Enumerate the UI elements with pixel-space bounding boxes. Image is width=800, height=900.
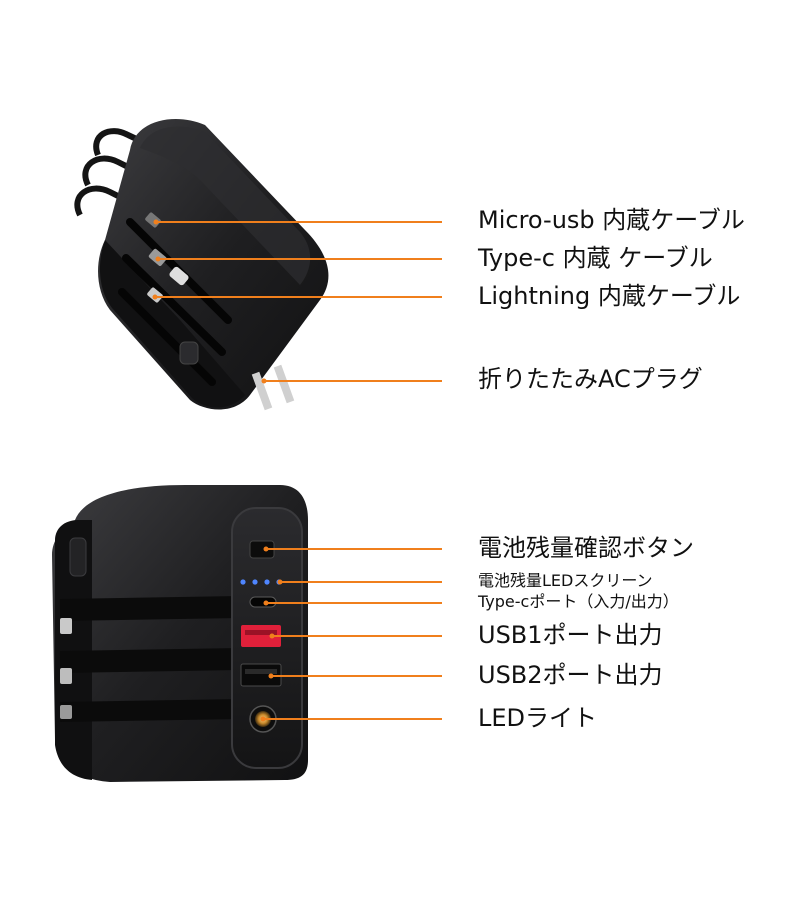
leader-type-c-dot — [155, 256, 161, 262]
leader-led-screen-dot — [277, 579, 283, 585]
label-micro-usb-cable: Micro-usb 内蔵ケーブル — [478, 206, 745, 234]
label-usb1-port: USB1ポート出力 — [478, 621, 663, 649]
leader-ac-plug-dot — [261, 378, 267, 384]
power-bank-front-ports-icon — [52, 485, 308, 782]
label-lightning-cable: Lightning 内蔵ケーブル — [478, 282, 741, 310]
label-battery-led-screen: 電池残量LEDスクリーン — [478, 571, 653, 590]
leader-lightning-dot — [152, 294, 158, 300]
leader-type-c-port-dot — [263, 600, 269, 606]
label-type-c-port: Type-cポート（入力/出力） — [478, 592, 679, 611]
leader-lines — [152, 219, 442, 722]
label-led-light: LEDライト — [478, 704, 598, 732]
label-type-c-cable: Type-c 内蔵 ケーブル — [478, 244, 713, 272]
label-foldable-ac-plug: 折りたたみACプラグ — [478, 365, 703, 393]
leader-battery-button-dot — [263, 546, 269, 552]
power-bank-ac-plug-icon — [74, 118, 329, 411]
label-battery-check-button: 電池残量確認ボタン — [478, 534, 694, 562]
leader-usb1-dot — [269, 633, 275, 639]
leader-micro-usb-dot — [153, 219, 159, 225]
leader-usb2-dot — [268, 673, 274, 679]
leader-led-light-dot — [260, 716, 266, 722]
label-usb2-port: USB2ポート出力 — [478, 661, 663, 689]
